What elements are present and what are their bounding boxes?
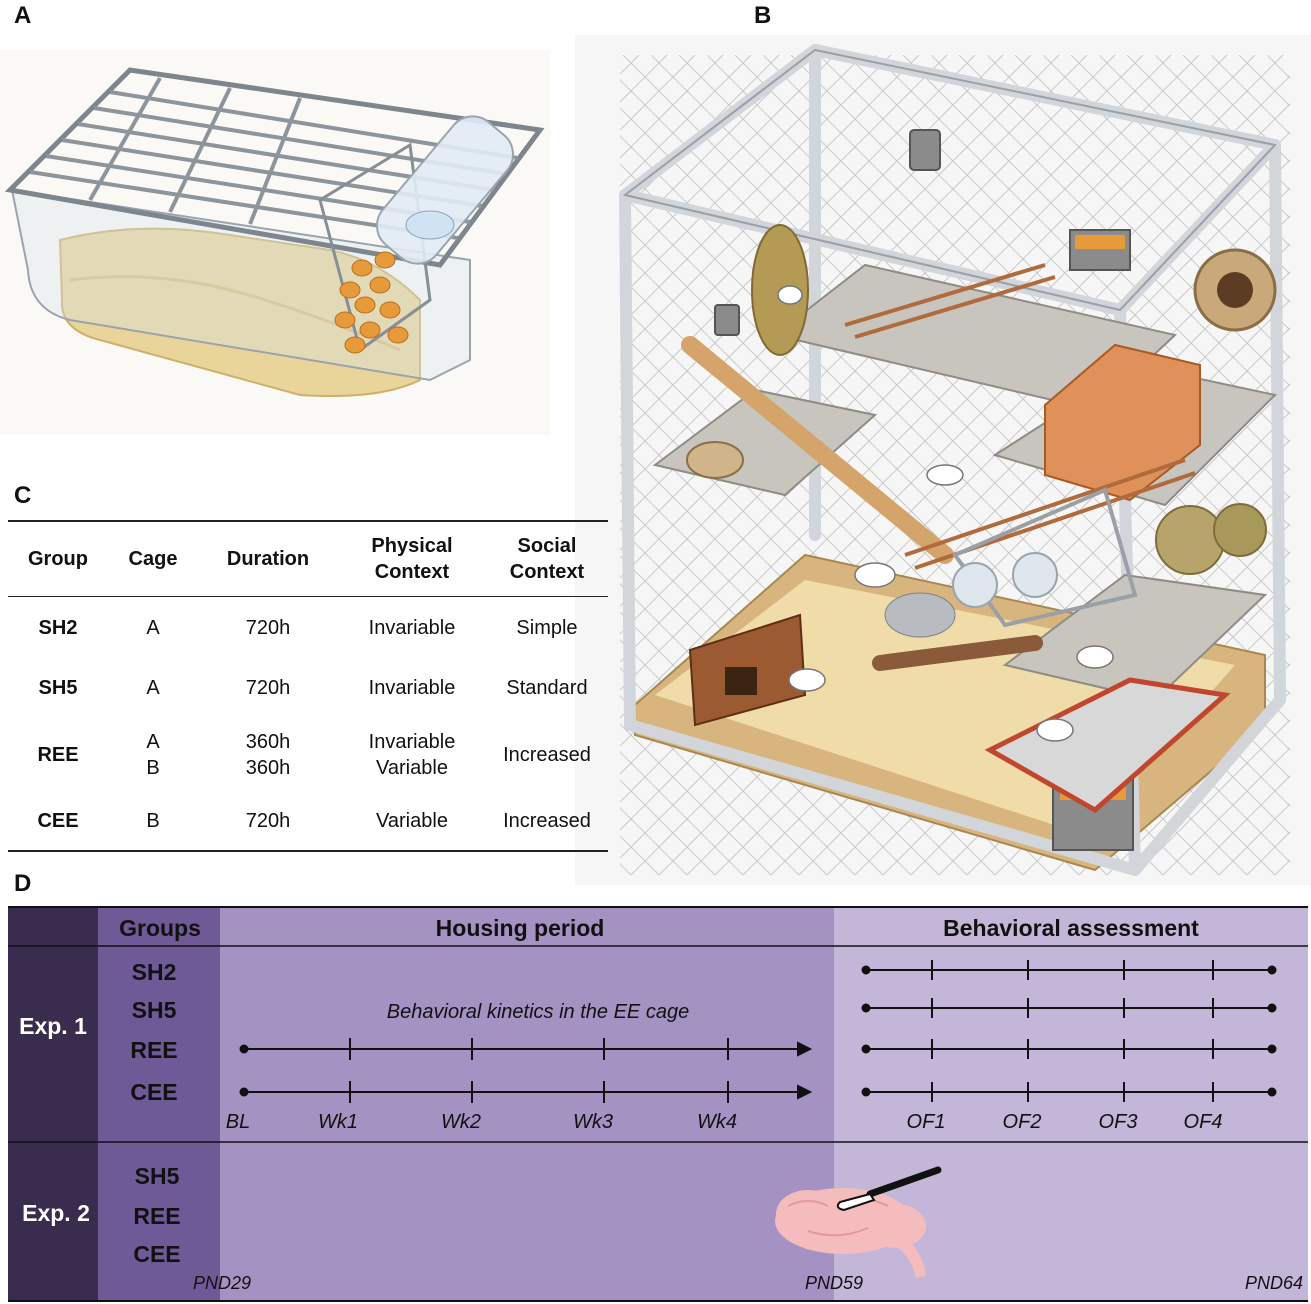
housing-period-heading: Housing period (436, 915, 605, 941)
assessment-line-ree (861, 1039, 1277, 1059)
cell-physical: Invariable (368, 616, 456, 639)
exp1-group-sh5: SH5 (132, 997, 177, 1023)
cell-cage: B (146, 810, 160, 832)
groups-heading: Groups (119, 915, 201, 941)
panel-letter-c: C (14, 482, 32, 509)
tick-label-wk4: Wk4 (697, 1111, 737, 1133)
cell-social: Increased (503, 743, 591, 766)
pnd-end-label: PND64 (1245, 1273, 1303, 1293)
tick-label-of1: OF1 (907, 1111, 946, 1133)
enriched-cage-illustration (575, 35, 1311, 885)
cell-physical: Invariable (368, 676, 456, 699)
cell-cage: A (146, 676, 160, 699)
tick-label-wk3: Wk3 (573, 1111, 613, 1133)
header-group: Group (28, 548, 88, 570)
tick-label-wk2: Wk2 (441, 1111, 481, 1133)
housing-arrow-ree (239, 1038, 813, 1060)
cell-duration: 720h (245, 810, 291, 832)
cell-group: SH2 (38, 616, 78, 639)
cell-physical: Variable (376, 810, 448, 832)
experiment-timeline: Groups Housing period Behavioral assessm… (8, 906, 1308, 1302)
exp2-group-ree: REE (133, 1203, 180, 1229)
housing-arrow-cee (239, 1081, 813, 1103)
tick-label-of3: OF3 (1099, 1111, 1138, 1133)
exp1-label: Exp. 1 (19, 1013, 87, 1039)
header-cage: Cage (128, 548, 178, 570)
cell-duration: 720h (245, 676, 291, 699)
exp1-group-ree: REE (130, 1037, 177, 1063)
exp1-group-cee: CEE (130, 1079, 177, 1105)
exp1-group-sh2: SH2 (132, 959, 177, 985)
cell-duration: 720h (245, 616, 291, 639)
cell-social: Simple (516, 616, 578, 639)
cell-group: REE (37, 743, 79, 766)
housing-period-column (220, 906, 834, 1302)
pnd-mid-label: PND59 (805, 1273, 863, 1293)
scalpel-icon (836, 1166, 942, 1212)
tick-label-of2: OF2 (1003, 1111, 1042, 1133)
panel-letter-d: D (14, 870, 32, 897)
behavioral-assessment-heading: Behavioral assessment (943, 915, 1199, 941)
header-duration: Duration (226, 548, 310, 570)
cell-social: Increased (503, 810, 591, 832)
tick-label-bl: BL (226, 1111, 250, 1133)
assessment-line-sh2 (861, 960, 1277, 980)
groups-column (98, 906, 220, 1302)
assessment-line-cee (861, 1082, 1277, 1102)
cell-group: SH5 (38, 676, 78, 699)
tick-label-of4: OF4 (1184, 1111, 1223, 1133)
panel-letter-b: B (754, 2, 772, 29)
exp2-label: Exp. 2 (22, 1200, 90, 1226)
table-row: SH5 A 720h Invariable Standard (8, 659, 608, 717)
exp-label-column (8, 906, 98, 1302)
panel-letter-a: A (14, 2, 32, 29)
exp2-group-cee: CEE (133, 1241, 180, 1267)
cell-group: CEE (37, 810, 79, 832)
standard-cage-illustration (0, 50, 550, 435)
table-row: SH2 A 720h Invariable Simple (8, 597, 608, 659)
kinetics-label: Behavioral kinetics in the EE cage (387, 1001, 689, 1023)
table-row: CEE B 720h Variable Increased (8, 793, 608, 851)
brain-icon (775, 1188, 926, 1278)
cell-cage: A (146, 616, 160, 639)
cell-social: Standard (506, 676, 588, 699)
exp2-group-sh5: SH5 (135, 1163, 180, 1189)
assessment-line-sh5 (861, 998, 1277, 1018)
tick-label-wk1: Wk1 (318, 1111, 358, 1133)
pnd-start-label: PND29 (193, 1273, 251, 1293)
